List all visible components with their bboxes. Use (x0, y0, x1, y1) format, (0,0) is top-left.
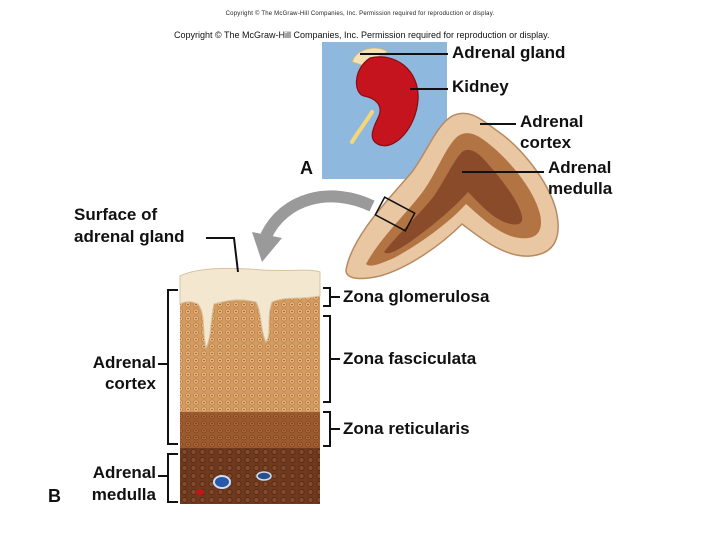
label-adrenal-cortex-a-line1: Adrenal (520, 112, 584, 131)
zoom-arrow (252, 190, 375, 262)
label-zona-fasciculata: Zona fasciculata (343, 349, 477, 368)
label-adrenal-medulla-b-line2: medulla (91, 485, 156, 504)
bracket-zona-fasciculata (323, 315, 331, 403)
label-surface-line1: Surface of (74, 205, 158, 224)
adrenal-gland-section (345, 112, 559, 280)
blood-vessel (213, 475, 231, 489)
gland-medulla-core (384, 149, 523, 254)
panel-label-b: B (48, 486, 61, 506)
label-adrenal-cortex-b-line1: Adrenal (92, 353, 156, 372)
zoom-arrow-shaft (260, 190, 375, 239)
bracket-adrenal-cortex (167, 289, 178, 445)
ureter (350, 110, 374, 144)
label-adrenal-medulla-a-line2: medulla (548, 179, 613, 198)
adrenal-medulla-tissue (180, 448, 320, 504)
zona-reticularis-tissue (180, 412, 320, 450)
label-zona-glomerulosa: Zona glomerulosa (343, 287, 490, 306)
leader-surface (206, 237, 239, 273)
label-adrenal-cortex-b-line2: cortex (104, 374, 156, 393)
bracket-adrenal-medulla (167, 453, 178, 503)
magnification-box (374, 196, 416, 232)
tissue-section (179, 267, 321, 504)
label-surface-line2: adrenal gland (74, 227, 185, 246)
blood-vessel (256, 471, 272, 481)
label-adrenal-medulla-b-line1: Adrenal (92, 463, 156, 482)
zona-glomerulosa-tissue (179, 267, 321, 350)
bracket-zona-glomerulosa (323, 287, 331, 307)
label-adrenal-cortex-a-line2: cortex (520, 133, 572, 152)
blood-vessel (196, 489, 204, 495)
label-adrenal-medulla-a-line1: Adrenal (548, 158, 612, 177)
label-kidney: Kidney (452, 77, 509, 96)
label-adrenal-gland: Adrenal gland (452, 43, 566, 62)
zoom-arrow-head (252, 232, 282, 262)
bracket-zona-reticularis (323, 411, 331, 447)
label-zona-reticularis: Zona reticularis (343, 419, 470, 438)
kidney-shape (355, 56, 419, 147)
panel-label-a: A (300, 158, 313, 178)
copyright-notice: Copyright © The McGraw-Hill Companies, I… (174, 30, 550, 40)
leader-lines (158, 53, 544, 503)
copyright-notice-small: Copyright © The McGraw-Hill Companies, I… (225, 11, 495, 17)
